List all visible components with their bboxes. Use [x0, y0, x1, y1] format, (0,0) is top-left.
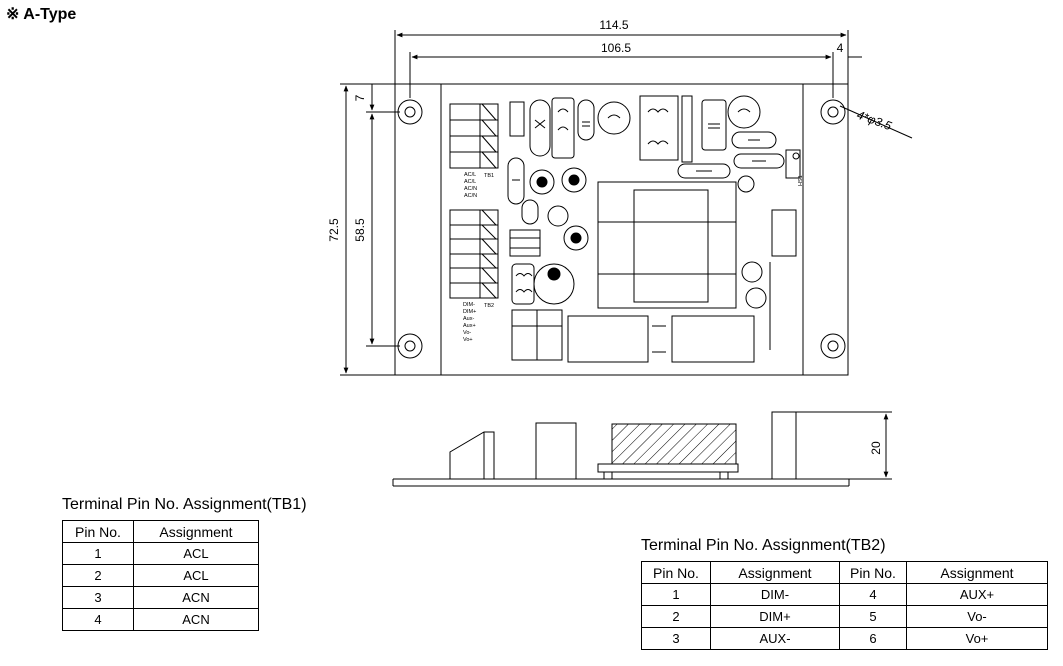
tb2-pin-label: Vo- [463, 330, 471, 336]
table-cell: 1 [62, 542, 134, 565]
column-header: Assignment [133, 520, 259, 543]
mounting-hole-top-left [397, 99, 423, 125]
label-tb2: TB2 [484, 303, 494, 309]
table-cell: Vo+ [906, 627, 1048, 650]
tb2-pin-label: Aux+ [463, 323, 476, 329]
tb2-pin-label: Vo+ [463, 337, 473, 343]
table-header-row: Pin No. Assignment Pin No. Assignment [641, 561, 1048, 584]
drawing-title: ※ A-Type [6, 6, 77, 23]
dim-text-side-height: 20 [869, 441, 883, 455]
label-tb1: TB1 [484, 173, 494, 179]
column-header: Assignment [710, 561, 840, 584]
column-header: Pin No. [839, 561, 907, 584]
table-cell: 2 [641, 605, 711, 628]
tb2-pin-label: Aux- [463, 316, 474, 322]
tb2-pin-label: DIM+ [463, 309, 476, 315]
column-header: Pin No. [62, 520, 134, 543]
mounting-hole-bottom-left [397, 333, 423, 359]
board-components [507, 95, 801, 363]
board-outline [394, 83, 849, 376]
table-cell: 1 [641, 583, 711, 606]
dim-hole-spacing-width [409, 52, 862, 98]
table-cell: DIM- [710, 583, 840, 606]
table-cell: ACL [133, 564, 259, 587]
label-heatsink: HS1 [798, 175, 804, 186]
table-row: 1 DIM- 4 AUX+ [641, 583, 1048, 606]
table-cell: ACN [133, 608, 259, 631]
dim-text-hole-edge-offset: 4 [837, 41, 844, 55]
table-cell: Vo- [906, 605, 1048, 628]
mounting-hole-top-right [820, 99, 846, 125]
dim-text-hole-spacing-height: 58.5 [353, 218, 367, 242]
table-row: 3 ACN [62, 586, 259, 609]
table-cell: AUX+ [906, 583, 1048, 606]
dim-text-hole-spacing-width: 106.5 [601, 41, 631, 55]
table-cell: 3 [62, 586, 134, 609]
table-cell: 4 [839, 583, 907, 606]
dim-text-top-offset: 7 [353, 94, 367, 101]
table-cell: 4 [62, 608, 134, 631]
table-cell: DIM+ [710, 605, 840, 628]
transformer-outline [597, 181, 737, 309]
tb1-pin-label: AC/L [464, 172, 476, 178]
table-header-row: Pin No. Assignment [62, 520, 259, 543]
tb2-table-caption: Terminal Pin No. Assignment(TB2) [641, 537, 886, 554]
column-header: Assignment [906, 561, 1048, 584]
table-cell: 5 [839, 605, 907, 628]
tb2-table: Pin No. Assignment Pin No. Assignment 1 … [641, 561, 1048, 650]
dim-text-overall-width: 114.5 [599, 18, 628, 32]
table-cell: 2 [62, 564, 134, 587]
tb1-pin-label: AC/N [464, 193, 477, 199]
table-row: 2 DIM+ 5 Vo- [641, 605, 1048, 628]
dim-text-overall-height: 72.5 [327, 218, 341, 242]
side-view [392, 411, 892, 487]
terminal-block-tb2 [449, 209, 499, 299]
column-header: Pin No. [641, 561, 711, 584]
tb1-table-section: Terminal Pin No. Assignment(TB1) Pin No.… [62, 496, 307, 631]
table-cell: 6 [839, 627, 907, 650]
table-row: 4 ACN [62, 608, 259, 631]
table-cell: ACN [133, 586, 259, 609]
tb2-pin-label: DIM- [463, 302, 475, 308]
table-row: 1 ACL [62, 542, 259, 565]
terminal-block-tb1 [449, 103, 499, 169]
tb1-pin-label: AC/L [464, 179, 476, 185]
table-row: 3 AUX- 6 Vo+ [641, 627, 1048, 650]
table-cell: ACL [133, 542, 259, 565]
tb1-table-caption: Terminal Pin No. Assignment(TB1) [62, 496, 307, 513]
table-cell: 3 [641, 627, 711, 650]
tb1-table: Pin No. Assignment 1 ACL 2 ACL 3 ACN 4 A… [62, 520, 259, 631]
table-cell: AUX- [710, 627, 840, 650]
dim-text-hole-spec: 4*φ3.5 [855, 108, 894, 134]
table-row: 2 ACL [62, 564, 259, 587]
dim-hole-spacing-height [366, 111, 400, 347]
dim-overall-height [340, 83, 395, 376]
tb2-table-section: Terminal Pin No. Assignment(TB2) Pin No.… [641, 537, 1048, 650]
mounting-hole-bottom-right [820, 333, 846, 359]
tb1-pin-label: AC/N [464, 186, 477, 192]
